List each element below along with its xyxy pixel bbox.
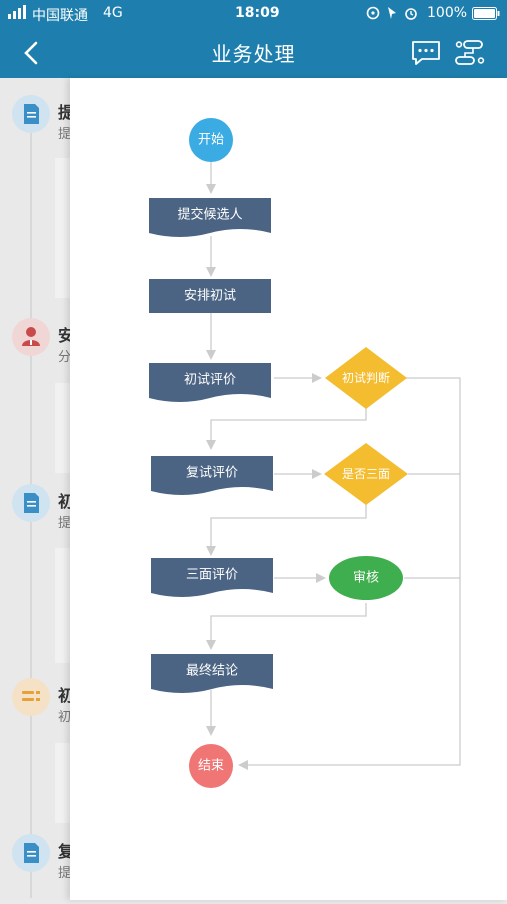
message-button[interactable] — [410, 38, 442, 68]
flow-step-label: 三面评价 — [186, 568, 238, 583]
flow-start-label: 开始 — [198, 133, 224, 148]
battery-label: 100% — [427, 5, 468, 21]
flow-end-node[interactable]: 结束 — [189, 744, 233, 788]
flow-end-label: 结束 — [198, 759, 224, 774]
flow-step-label: 最终结论 — [186, 663, 238, 679]
timeline-item-subtitle: 初 — [58, 710, 72, 725]
timeline-item-subtitle: 提 — [58, 127, 72, 142]
status-bar: 中国联通 4G 18:09 100% — [0, 0, 507, 28]
flow-chart-icon — [455, 40, 485, 65]
nav-bar: 业务处理 — [0, 28, 507, 78]
flow-step-node[interactable]: 提交候选人 — [149, 198, 271, 237]
chat-bubble-icon — [412, 41, 440, 65]
flow-step-label: 复试评价 — [186, 466, 238, 481]
carrier-label: 中国联通 — [32, 8, 88, 24]
back-button[interactable] — [18, 38, 48, 68]
flow-step-node[interactable]: 初试评价 — [149, 363, 271, 402]
document-icon — [12, 834, 50, 872]
flow-chart-button[interactable] — [452, 38, 488, 68]
flowchart: 开始 提交候选人 安排初试 初试评价 复试评价 三面评价 最终 — [149, 118, 461, 788]
timeline-item-subtitle: 提 — [58, 866, 72, 881]
document-icon — [12, 484, 50, 522]
flow-step-node[interactable]: 安排初试 — [149, 279, 271, 313]
signal-icon — [8, 5, 28, 23]
timeline-item[interactable]: 复 提 — [12, 834, 112, 904]
flow-step-label: 提交候选人 — [177, 207, 242, 223]
flow-step-node[interactable]: 最终结论 — [151, 654, 273, 693]
user-icon — [12, 318, 50, 356]
status-icons — [366, 5, 422, 25]
timeline-item-subtitle: 提 — [58, 516, 72, 531]
flow-decision-label: 是否三面 — [342, 467, 390, 481]
flow-step-label: 初试评价 — [184, 373, 236, 388]
flow-connectors — [206, 162, 461, 770]
flow-review-label: 审核 — [353, 571, 379, 586]
flow-review-node[interactable]: 审核 — [329, 556, 403, 600]
flow-decision-label: 初试判断 — [342, 370, 390, 385]
flow-decision-node[interactable]: 初试判断 — [325, 347, 407, 409]
flow-start-node[interactable]: 开始 — [189, 118, 233, 162]
time-label: 18:09 — [235, 5, 280, 21]
flow-step-node[interactable]: 三面评价 — [151, 558, 273, 597]
flow-step-label: 安排初试 — [184, 289, 236, 304]
flowchart-panel: 开始 提交候选人 安排初试 初试评价 复试评价 三面评价 最终 — [70, 78, 507, 900]
network-label: 4G — [103, 5, 123, 21]
flow-step-node[interactable]: 复试评价 — [151, 456, 273, 495]
list-icon — [12, 678, 50, 716]
flow-decision-node[interactable]: 是否三面 — [324, 443, 408, 505]
timeline-item[interactable]: 安 分 — [12, 318, 112, 388]
page-title: 业务处理 — [211, 42, 296, 66]
document-icon — [12, 95, 50, 133]
timeline-item-subtitle: 分 — [58, 350, 72, 365]
timeline-item[interactable]: 初 提 — [12, 484, 112, 554]
chevron-left-icon — [24, 41, 38, 65]
battery-icon — [472, 7, 500, 24]
